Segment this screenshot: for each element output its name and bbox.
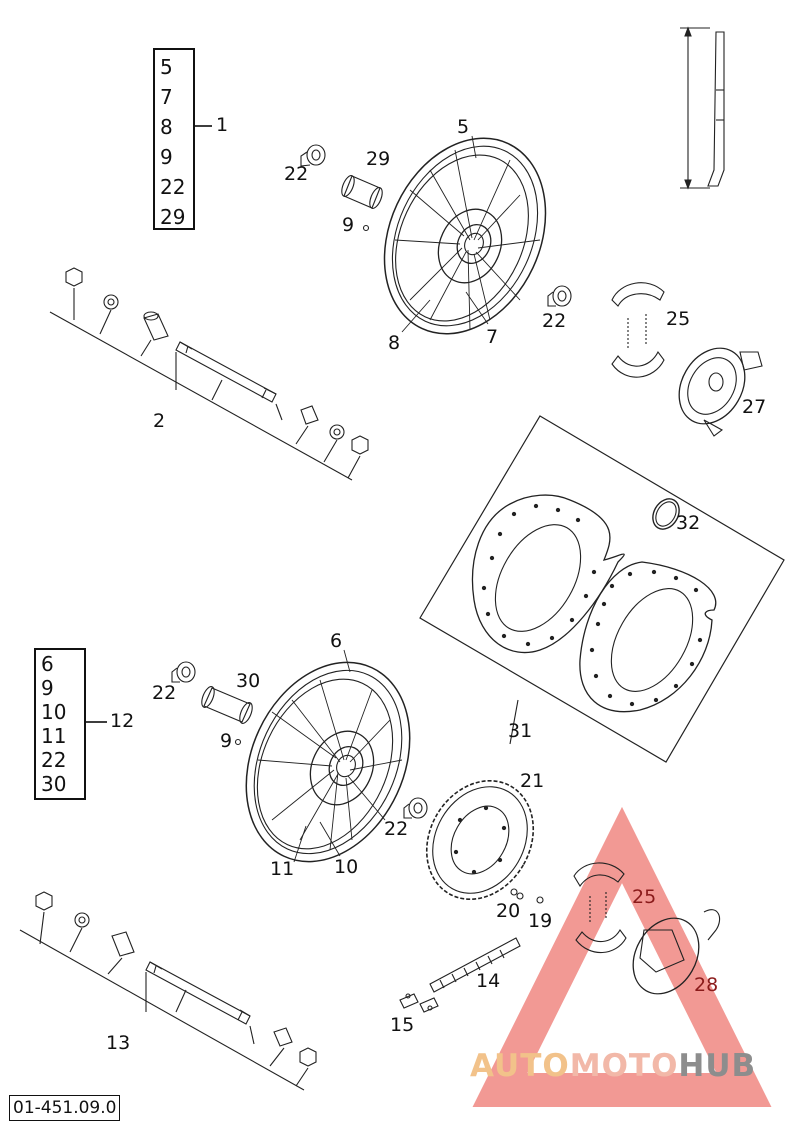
group-12-label: 12 (110, 710, 135, 732)
label-gasket-set: 31 (508, 720, 533, 742)
watermark-part-1: AUTO (470, 1048, 570, 1084)
label-front-axle: 2 (153, 410, 166, 432)
group-12-item: 10 (41, 700, 67, 724)
front-wheel (383, 137, 547, 335)
label-rear-spoke-a: 11 (270, 858, 295, 880)
group-12-item: 22 (41, 748, 67, 772)
label-rear-shoes: 25 (632, 886, 657, 908)
label-front-bearing: 22 (284, 163, 309, 185)
label-front-spoke-b: 7 (486, 326, 499, 348)
leader-lines (293, 135, 489, 863)
group-12-item: 30 (41, 772, 67, 796)
label-front-bearing-right: 22 (542, 310, 567, 332)
label-rear-rim: 6 (330, 630, 343, 652)
front-nipple (362, 224, 370, 232)
rear-brake-shoes (573, 862, 627, 954)
chain (429, 937, 521, 993)
front-bearing (300, 144, 326, 167)
group-1-item: 9 (160, 145, 173, 169)
rear-bearing (171, 661, 196, 683)
label-circlip: 32 (676, 512, 701, 534)
rear-spacer (201, 686, 253, 724)
label-rear-axle: 13 (106, 1032, 131, 1054)
front-spacer (341, 175, 383, 209)
gasket-panel (419, 415, 785, 763)
sprocket-bolts (510, 888, 544, 904)
label-rear-spacer: 30 (236, 670, 261, 692)
circlip (652, 498, 680, 530)
watermark-text: AUTOMOTOHUB (470, 1048, 756, 1084)
group-1-item: 8 (160, 115, 173, 139)
label-front-nipple: 9 (342, 214, 355, 236)
drawing-number: 01-451.09.0 (9, 1095, 121, 1121)
label-sprocket-nut: 19 (528, 910, 553, 932)
label-front-rim: 5 (457, 116, 470, 138)
label-rear-spoke-b: 10 (334, 856, 359, 878)
rear-brake-plate (632, 909, 721, 995)
group-12-item: 11 (41, 724, 67, 748)
label-front-shoes: 25 (666, 308, 691, 330)
front-brake-shoes (611, 282, 665, 378)
rear-nipple (234, 738, 242, 746)
front-bearing-right (547, 285, 572, 307)
label-rear-bearing: 22 (152, 682, 177, 704)
group-1-item: 7 (160, 85, 173, 109)
rear-bearing-right (403, 797, 428, 819)
label-rear-brake-plate: 28 (694, 974, 719, 996)
label-chain-link: 15 (390, 1014, 415, 1036)
group-1-item: 5 (160, 55, 173, 79)
label-rear-nipple: 9 (220, 730, 233, 752)
group-1-item: 22 (160, 175, 186, 199)
label-rear-bearing-right: 22 (384, 818, 409, 840)
group-12-item: 6 (41, 652, 54, 676)
label-front-brake-plate: 27 (742, 396, 767, 418)
label-sprocket: 21 (520, 770, 545, 792)
chain-link (399, 993, 439, 1013)
label-chain: 14 (476, 970, 501, 992)
front-brake-plate (678, 347, 763, 437)
front-axle-assembly (49, 267, 369, 481)
rear-wheel (245, 661, 411, 863)
group-1-item: 29 (160, 205, 186, 229)
group-12-item: 9 (41, 676, 54, 700)
group-1-parts-list: 5 7 8 9 22 29 (153, 48, 195, 230)
group-1-label: 1 (216, 114, 229, 136)
label-front-spacer: 29 (366, 148, 391, 170)
group-12-parts-list: 6 9 10 11 22 30 (34, 648, 86, 800)
rear-axle-assembly (19, 891, 317, 1091)
watermark-part-3: HUB (678, 1048, 757, 1084)
label-sprocket-bolt: 20 (496, 900, 521, 922)
watermark-triangle (472, 806, 772, 1107)
sprocket (425, 779, 535, 901)
watermark-part-2: MOTO (569, 1048, 679, 1084)
label-front-spoke-a: 8 (388, 332, 401, 354)
axle-length-icon (680, 26, 725, 190)
